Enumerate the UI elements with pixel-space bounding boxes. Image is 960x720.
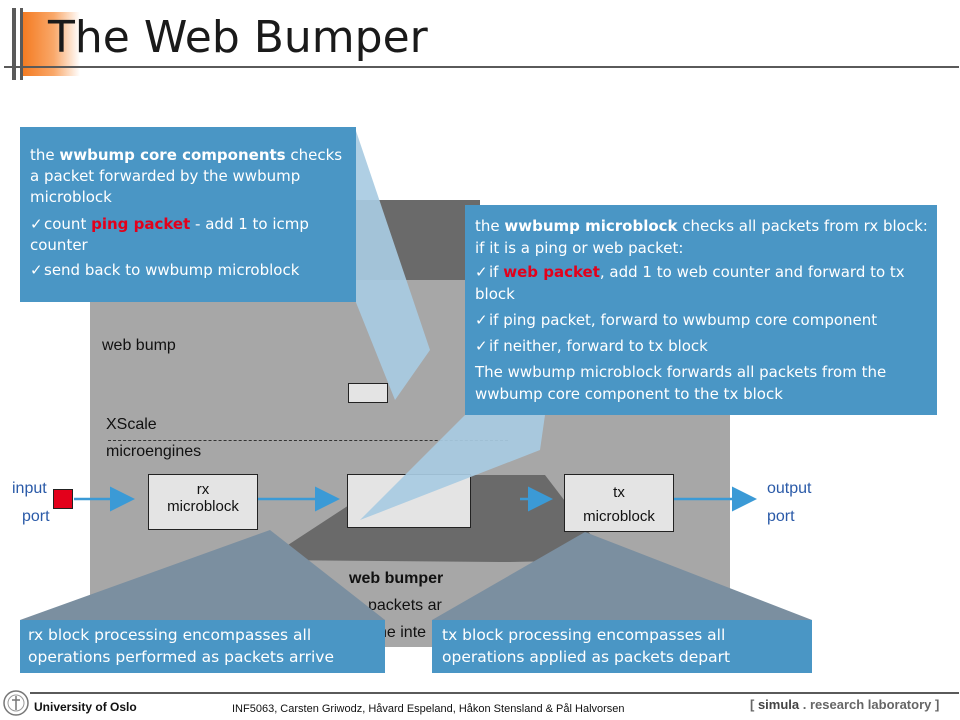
check-icon: ✓ xyxy=(30,215,43,233)
tx-label-1: tx xyxy=(613,484,625,501)
callout-core-item-1: ✓count ping packet - add 1 to icmp count… xyxy=(30,215,309,254)
check-icon: ✓ xyxy=(475,263,488,281)
title-hline xyxy=(4,66,959,68)
partial-text-2: he inte xyxy=(378,624,427,641)
callout-micro-closing: The wwbump microblock forwards all packe… xyxy=(475,363,887,403)
output-port-label-1: output xyxy=(767,480,812,497)
page-title: The Web Bumper xyxy=(48,12,428,63)
title-vline-1 xyxy=(12,8,16,80)
dashed-separator xyxy=(108,440,508,441)
web-bump-label: web bump xyxy=(102,337,176,354)
title-accent-bar xyxy=(22,12,80,76)
footer-authors: INF5063, Carsten Griwodz, Håvard Espelan… xyxy=(232,703,625,715)
title-vline-2 xyxy=(20,8,23,80)
callout-micro-intro: the wwbump microblock checks all packets… xyxy=(475,217,928,257)
rx-microblock: rx microblock xyxy=(148,474,258,530)
output-port-label-2: port xyxy=(767,508,795,525)
callout-micro-item-3: ✓if neither, forward to tx block xyxy=(475,337,708,355)
core-component-box xyxy=(348,383,388,403)
rx-label-2: microblock xyxy=(167,498,239,515)
callout-rx-block: rx block processing encompasses all oper… xyxy=(20,620,385,673)
check-icon: ✓ xyxy=(475,311,488,329)
footer-line xyxy=(30,692,959,694)
callout-core-components: the wwbump core components checks a pack… xyxy=(20,127,356,302)
partial-text-1: packets ar xyxy=(368,597,442,614)
tx-microblock: tx microblock xyxy=(564,474,674,532)
flow-arrows xyxy=(74,486,757,512)
check-icon: ✓ xyxy=(30,261,43,279)
xscale-label: XScale xyxy=(106,416,157,433)
microengines-label: microengines xyxy=(106,443,202,460)
callout-micro-item-2: ✓if ping packet, forward to wwbump core … xyxy=(475,311,878,329)
check-icon: ✓ xyxy=(475,337,488,355)
input-port-label-2: port xyxy=(22,508,50,525)
callout-micro-item-1: ✓if web packet, add 1 to web counter and… xyxy=(475,263,905,303)
input-port-label-1: input xyxy=(12,480,47,497)
university-seal-icon xyxy=(3,690,29,716)
web-bumper-label: web bumper xyxy=(349,570,444,587)
callout-core-intro: the wwbump core components checks a pack… xyxy=(30,146,343,206)
callout-wwbump-microblock: the wwbump microblock checks all packets… xyxy=(465,205,937,415)
footer-university: University of Oslo xyxy=(34,700,137,714)
callout-tx-block: tx block processing encompasses all oper… xyxy=(432,620,812,673)
tx-label-2: microblock xyxy=(583,508,655,525)
callout-core-item-2: ✓send back to wwbump microblock xyxy=(30,261,300,279)
footer-lab-logo: [ simula . research laboratory ] xyxy=(750,697,940,712)
packet-icon xyxy=(53,489,73,509)
rx-label-1: rx xyxy=(196,481,210,498)
